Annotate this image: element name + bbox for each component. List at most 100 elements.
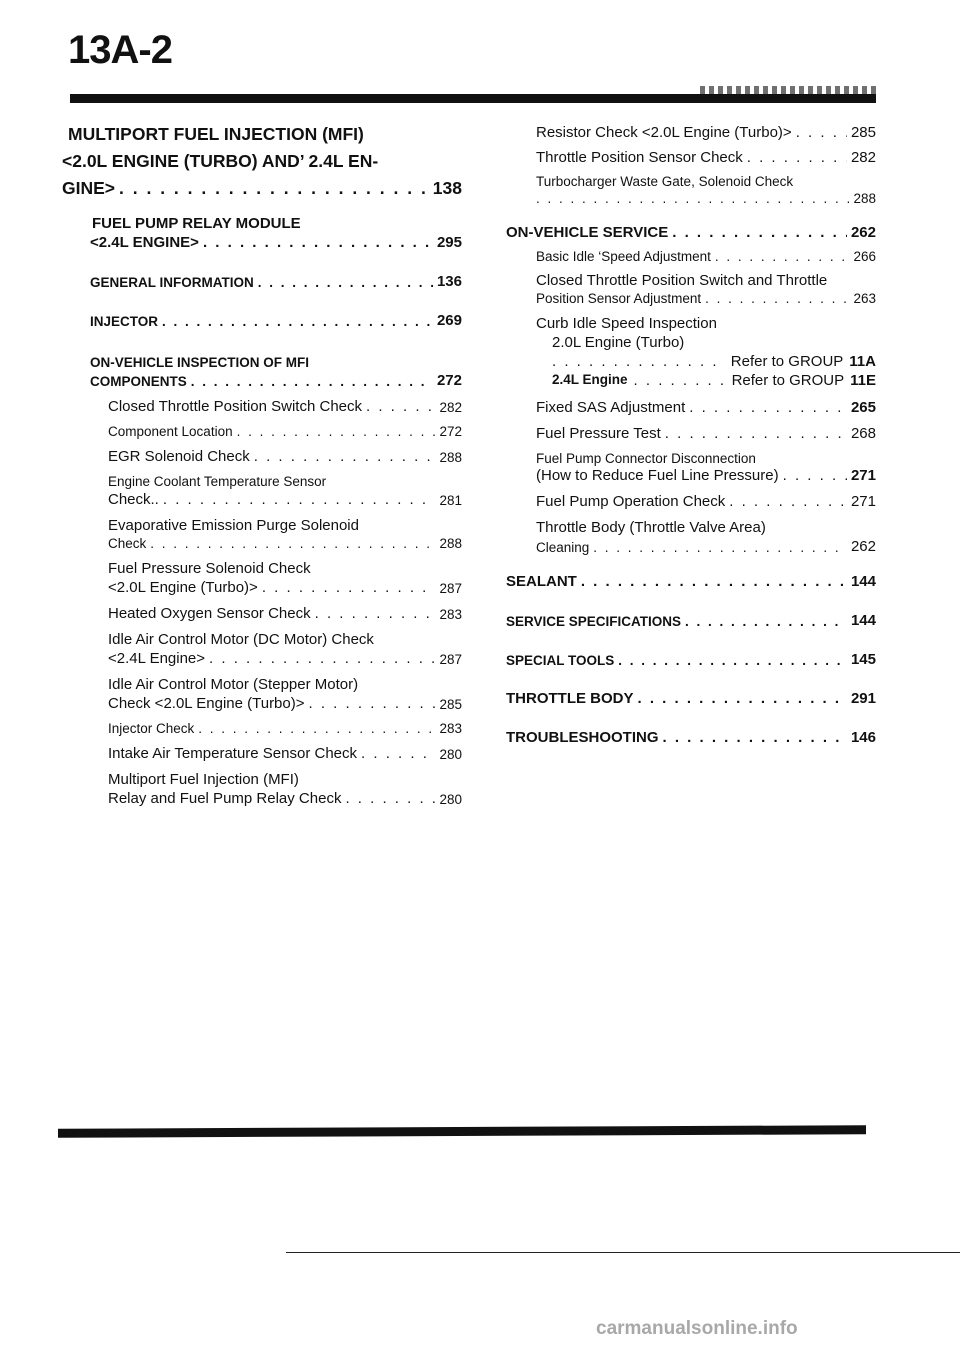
leader-dots — [237, 424, 436, 439]
toc-entry-label: Fixed SAS Adjustment — [536, 399, 686, 416]
toc-entry-mfi[interactable]: GINE> 138 — [62, 178, 462, 199]
refer-label: Refer to GROUP — [731, 372, 845, 389]
leader-dots — [366, 398, 435, 415]
toc-entry-ho2s[interactable]: Heated Oxygen Sensor Check 283 — [108, 605, 462, 622]
toc-entry-throttle-body-cleaning[interactable]: Cleaning 262 — [536, 538, 876, 555]
toc-entry-evap[interactable]: Check 288 — [108, 536, 462, 551]
toc-entry-page: 262 — [850, 224, 876, 241]
toc-entry-page: 283 — [439, 607, 462, 622]
toc-heading-curb-idle: Curb Idle Speed Inspection — [536, 315, 717, 332]
toc-entry-page: 285 — [439, 697, 462, 712]
toc-entry-closed-tps-adj[interactable]: Position Sensor Adjustment 263 — [536, 291, 876, 306]
toc-heading-mfi-line2: <2.0L ENGINE (TURBO) AND’ 2.4L EN- — [62, 151, 379, 171]
toc-entry-label: Component Location — [108, 424, 233, 439]
toc-right-column: Resistor Check <2.0L Engine (Turbo)> 285… — [506, 124, 876, 746]
toc-entry-page: 263 — [853, 291, 876, 306]
toc-entry-page: 272 — [436, 372, 462, 389]
toc-entry-label: Heated Oxygen Sensor Check — [108, 605, 311, 622]
toc-heading-relay: FUEL PUMP RELAY MODULE — [92, 215, 301, 232]
leader-dots — [163, 491, 436, 508]
header-rule — [70, 94, 876, 103]
toc-entry-page: 282 — [439, 400, 462, 415]
toc-entry-page: 285 — [850, 124, 876, 141]
toc-entry-onv-inspection[interactable]: COMPONENTS 272 — [90, 372, 462, 389]
group-code: 11A — [849, 353, 876, 370]
toc-heading-closed-tps: Closed Throttle Position Switch and Thro… — [536, 272, 828, 289]
leader-dots — [634, 372, 726, 389]
toc-entry-page: 287 — [439, 581, 462, 596]
toc-entry-general[interactable]: GENERAL INFORMATION 136 — [90, 273, 462, 290]
toc-entry-label: COMPONENTS — [90, 374, 187, 389]
toc-heading-fps: Fuel Pressure Solenoid Check — [108, 560, 311, 577]
toc-heading-onv-inspection: ON-VEHICLE INSPECTION OF MFI — [90, 355, 310, 370]
toc-entry-label: <2.0L Engine (Turbo)> — [108, 579, 258, 596]
leader-dots — [705, 291, 849, 306]
leader-dots — [729, 493, 847, 510]
toc-entry-label: TROUBLESHOOTING — [506, 729, 659, 746]
leader-dots — [672, 224, 847, 241]
toc-entry-service-specifications[interactable]: SERVICE SPECIFICATIONS 144 — [506, 612, 876, 629]
toc-entry-fuel-pump-connector[interactable]: (How to Reduce Fuel Line Pressure) 271 — [536, 467, 876, 484]
toc-entry-relay[interactable]: <2.4L ENGINE> 295 — [90, 234, 462, 251]
toc-entry-resistor[interactable]: Resistor Check <2.0L Engine (Turbo)> 285 — [536, 124, 876, 141]
leader-dots — [254, 448, 436, 465]
toc-entry-page: 268 — [850, 425, 876, 442]
toc-entry-fuel-pump-operation[interactable]: Fuel Pump Operation Check 271 — [536, 493, 876, 510]
toc-entry-egr[interactable]: EGR Solenoid Check 288 — [108, 448, 462, 465]
toc-entry-label: SEALANT — [506, 573, 577, 590]
leader-dots — [783, 467, 847, 484]
toc-entry-iat[interactable]: Intake Air Temperature Sensor Check 280 — [108, 745, 462, 762]
page-number: 13A-2 — [68, 28, 173, 72]
leader-dots — [191, 374, 433, 389]
toc-entry-iac-stepper[interactable]: Check <2.0L Engine (Turbo)> 285 — [108, 695, 462, 712]
toc-entry-throttle-body[interactable]: THROTTLE BODY 291 — [506, 690, 876, 707]
toc-entry-injector[interactable]: INJECTOR 269 — [90, 312, 462, 329]
leader-dots — [581, 573, 847, 590]
toc-entry-page: 288 — [439, 536, 462, 551]
toc-entry-iac-dc[interactable]: <2.4L Engine> 287 — [108, 650, 462, 667]
toc-heading-curb-20l: 2.0L Engine (Turbo) — [552, 334, 685, 351]
toc-heading-ect: Engine Coolant Temperature Sensor — [108, 474, 327, 489]
toc-entry-page: 138 — [432, 178, 462, 198]
toc-entry-onv-service[interactable]: ON-VEHICLE SERVICE 262 — [506, 224, 876, 241]
toc-entry-page: 269 — [436, 312, 462, 329]
toc-entry-label: <2.4L Engine> — [108, 650, 206, 667]
toc-entry-sealant[interactable]: SEALANT 144 — [506, 573, 876, 590]
leader-dots — [638, 690, 847, 707]
toc-entry-page: 288 — [439, 450, 462, 465]
toc-entry-special-tools[interactable]: SPECIAL TOOLS 145 — [506, 651, 876, 668]
toc-entry-tps-check[interactable]: Throttle Position Sensor Check 282 — [536, 149, 876, 166]
toc-entry-fixed-sas[interactable]: Fixed SAS Adjustment 265 — [536, 399, 876, 416]
toc-entry-curb-24l-ref[interactable]: 2.4L Engine Refer to GROUP 11E — [536, 372, 876, 389]
toc-entry-injector-check[interactable]: Injector Check 283 — [108, 721, 462, 736]
toc-entry-page: 280 — [439, 747, 462, 762]
toc-entry-page: 281 — [439, 493, 462, 508]
toc-heading-iac-dc: Idle Air Control Motor (DC Motor) Check — [108, 631, 374, 648]
toc-heading-mfi: MULTIPORT FUEL INJECTION (MFI) — [68, 124, 364, 144]
toc-entry-mfi-relay[interactable]: Relay and Fuel Pump Relay Check 280 — [108, 790, 462, 807]
toc-entry-page: 266 — [853, 249, 876, 264]
toc-entry-page: 283 — [439, 721, 462, 736]
toc-entry-label: Check <2.0L Engine (Turbo)> — [108, 695, 305, 712]
toc-entry-label: EGR Solenoid Check — [108, 448, 250, 465]
leader-dots — [150, 536, 435, 551]
toc-entry-fuel-pressure[interactable]: Fuel Pressure Test 268 — [536, 425, 876, 442]
refer-label: Refer to GROUP — [730, 353, 844, 370]
toc-entry-ect[interactable]: Check.. 281 — [108, 491, 462, 508]
group-code: 11E — [850, 372, 876, 389]
toc-entry-basic-idle[interactable]: Basic Idle ‘Speed Adjustment 266 — [536, 249, 876, 264]
toc-entry-label: Fuel Pressure Test — [536, 425, 661, 442]
toc-entry-closed-tps[interactable]: Closed Throttle Position Switch Check 28… — [108, 398, 462, 415]
toc-entry-wastegate[interactable]: 288 — [536, 191, 876, 206]
toc-entry-label: INJECTOR — [90, 314, 159, 329]
toc-entry-label: Resistor Check <2.0L Engine (Turbo)> — [536, 124, 792, 141]
toc-entry-component-location[interactable]: Component Location 272 — [108, 424, 462, 439]
toc-entry-page: 262 — [850, 538, 876, 555]
toc-entry-troubleshooting[interactable]: TROUBLESHOOTING 146 — [506, 729, 876, 746]
toc-entry-page: 271 — [850, 467, 876, 484]
toc-entry-fps[interactable]: <2.0L Engine (Turbo)> 287 — [108, 579, 462, 596]
toc-entry-label: GENERAL INFORMATION — [90, 275, 254, 290]
toc-entry-curb-20l-ref[interactable]: Refer to GROUP 11A — [536, 353, 876, 370]
toc-entry-page: 144 — [850, 573, 876, 590]
toc-entry-label: ON-VEHICLE SERVICE — [506, 224, 669, 241]
